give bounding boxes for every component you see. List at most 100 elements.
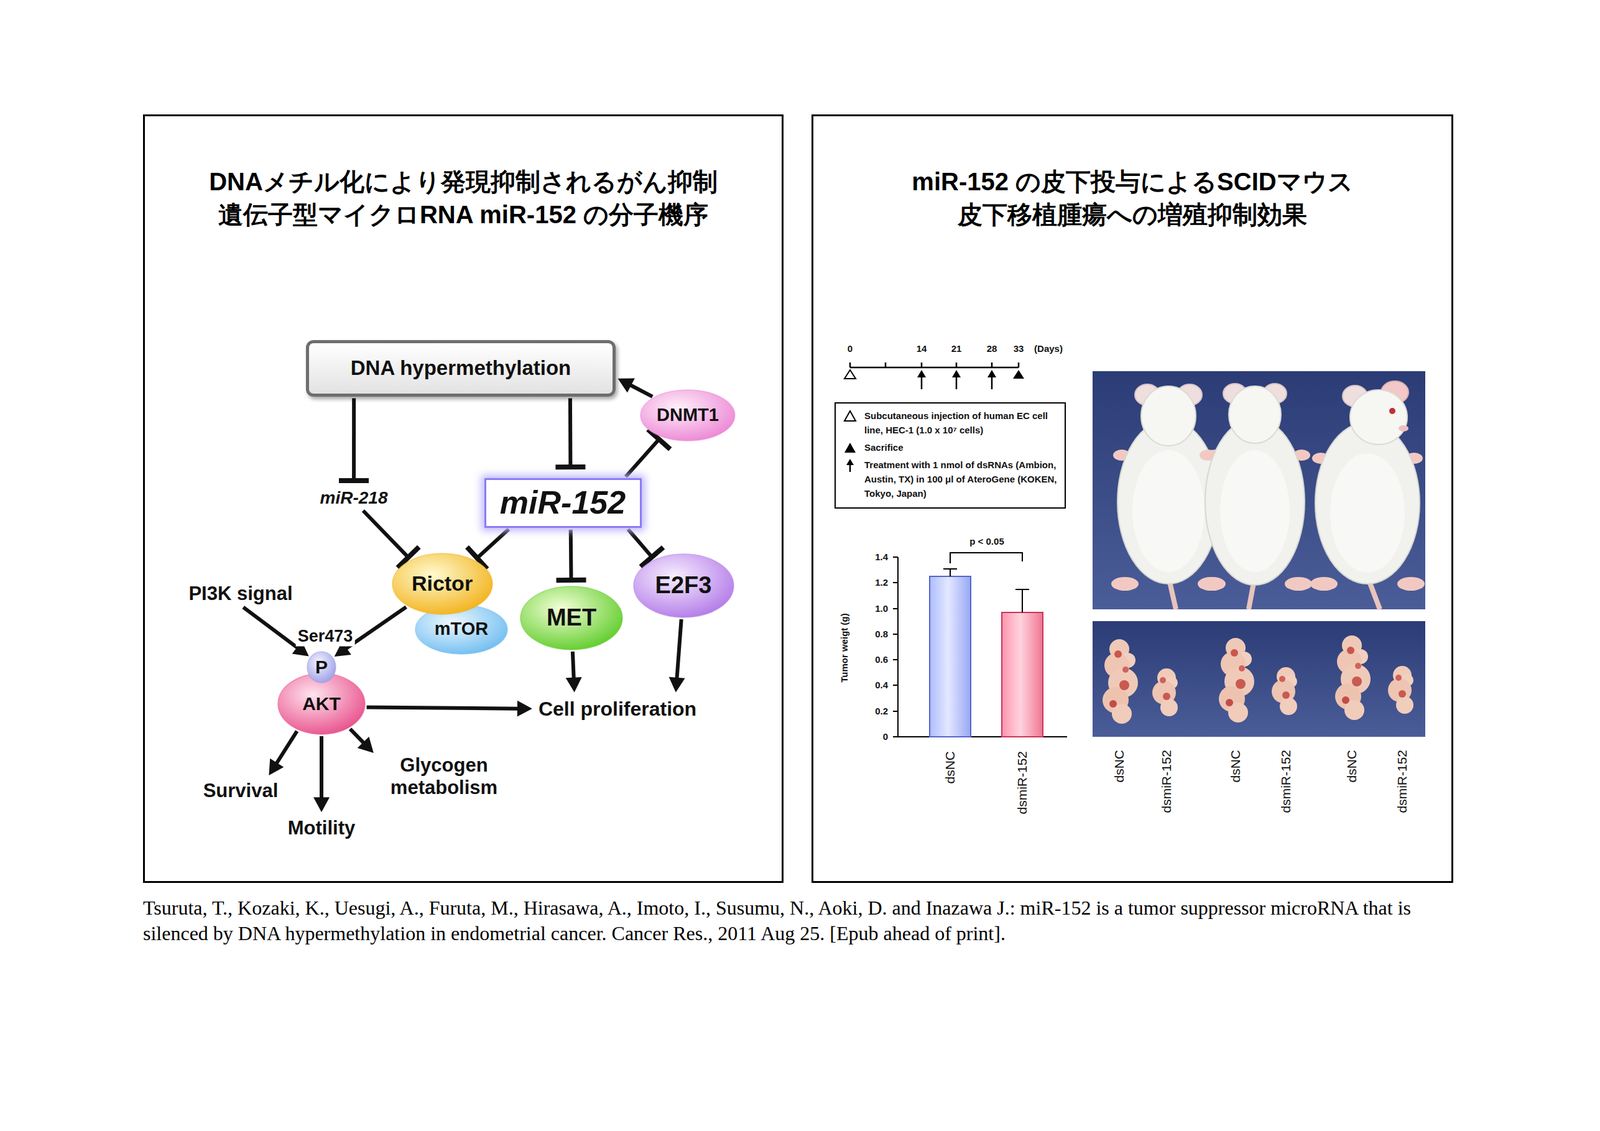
day-label: 33 xyxy=(1013,343,1025,354)
tick-label: 1.2 xyxy=(874,577,888,588)
mouse xyxy=(1113,449,1131,461)
node-text: Rictor xyxy=(411,571,473,596)
mouse xyxy=(1168,576,1176,610)
outcome-label: Survival xyxy=(200,778,282,804)
axis-title: Tumor weigt (g) xyxy=(838,613,850,683)
legend-text: Subcutaneous injection of human EC cell … xyxy=(864,408,1060,438)
connector-line xyxy=(319,736,324,799)
node-text: P xyxy=(315,656,328,679)
inhibition-connector xyxy=(363,510,420,568)
arrow-head xyxy=(517,700,533,717)
timeline xyxy=(849,362,852,368)
ellipse-shape xyxy=(415,605,508,655)
legend-symbol xyxy=(844,442,856,453)
mouse xyxy=(1397,577,1425,591)
protein-ellipse: MET xyxy=(520,586,623,650)
tumor-photo xyxy=(1092,621,1426,737)
node-text: miR-152 xyxy=(499,484,626,522)
timeline-markers xyxy=(920,375,923,390)
connector-line xyxy=(276,731,297,765)
timeline-markers xyxy=(987,369,997,378)
bar-chart-axes xyxy=(897,557,899,737)
bar xyxy=(929,576,1043,737)
timeline xyxy=(884,362,887,368)
mouse xyxy=(1205,418,1305,586)
legend-symbol xyxy=(844,411,856,421)
connector-line xyxy=(629,384,653,397)
mouse xyxy=(1134,384,1160,406)
tick-label: 1.4 xyxy=(874,551,888,563)
inhibition-bar xyxy=(556,577,587,583)
timeline-markers xyxy=(955,375,958,390)
protein-ellipse: Rictor xyxy=(392,553,493,615)
arrow-head xyxy=(357,736,374,754)
site-label: Ser473 xyxy=(295,626,356,647)
tumor-photo xyxy=(1271,667,1298,716)
photo-label: dsNC xyxy=(1228,749,1244,783)
connector-line xyxy=(572,651,574,680)
connector-line xyxy=(350,728,364,744)
error-bar xyxy=(1015,588,1030,591)
day-label: 21 xyxy=(951,343,962,354)
timeline xyxy=(920,362,923,368)
mirna-label: miR-218 xyxy=(317,486,391,510)
mouse xyxy=(1367,576,1380,610)
mouse xyxy=(1197,577,1226,591)
arrow-head xyxy=(669,677,686,693)
arrow-connector xyxy=(618,378,653,397)
timeline-markers xyxy=(844,369,856,379)
signal-label: PI3K signal xyxy=(185,581,295,607)
panel-title: DNAメチル化により発現抑制されるがん抑制 遺伝子型マイクロRNA miR-15… xyxy=(158,165,768,232)
arrow-connector xyxy=(350,728,374,754)
inhibition-connector xyxy=(556,529,587,581)
connector-line xyxy=(351,398,356,481)
bar-chart-axes xyxy=(892,736,898,738)
category-label: dsNC xyxy=(942,751,958,785)
tick-label: 0 xyxy=(883,731,888,742)
node-text: Motility xyxy=(287,817,356,840)
inhibition-connector xyxy=(555,398,586,468)
node-text: miR-218 xyxy=(320,488,389,509)
tumor-photo xyxy=(1102,639,1138,724)
bar-chart-axes xyxy=(892,633,898,635)
photo-label: dsNC xyxy=(1111,749,1127,783)
mouse xyxy=(1248,576,1255,610)
day-label: 28 xyxy=(986,343,998,354)
tick-label: 0.8 xyxy=(874,628,888,640)
legend-symbol xyxy=(840,409,860,423)
protein-ellipse: E2F3 xyxy=(633,554,734,618)
process-box: DNA hypermethylation xyxy=(305,340,616,397)
connector-line xyxy=(243,607,298,649)
timeline-markers xyxy=(844,369,1025,390)
bar-chart-axes xyxy=(892,710,898,713)
mouse xyxy=(1330,453,1405,573)
bar-chart-axes xyxy=(897,736,1068,738)
tumor-photo xyxy=(1152,668,1178,717)
node-text: Cell proliferation xyxy=(538,697,697,721)
bar-chart-axes xyxy=(892,556,898,558)
timeline xyxy=(991,362,994,368)
timeline-markers xyxy=(952,369,961,378)
node-text: E2F3 xyxy=(655,572,713,600)
tick-label: 0.6 xyxy=(874,654,888,665)
legend-box: Subcutaneous injection of human EC cell … xyxy=(834,402,1066,509)
bar-chart-axes xyxy=(892,557,1068,737)
figure-panel: DNAメチル化により発現抑制されるがん抑制 遺伝子型マイクロRNA miR-15… xyxy=(143,114,784,884)
connector-line xyxy=(568,398,573,468)
timeline xyxy=(850,366,1019,369)
mouse xyxy=(1284,577,1313,591)
timeline xyxy=(955,362,958,368)
legend-symbol xyxy=(840,440,860,455)
timeline xyxy=(1017,362,1020,368)
mouse xyxy=(1199,449,1217,461)
mouse xyxy=(1310,577,1338,591)
node-text: Survival xyxy=(203,779,279,803)
arrow-head xyxy=(565,677,583,693)
bar-chart-axes xyxy=(892,608,898,610)
mirna-box: miR-152 xyxy=(484,478,642,528)
arrow-connector xyxy=(268,731,297,776)
legend-row: Sacrifice xyxy=(840,440,1060,455)
mouse xyxy=(1342,385,1368,407)
outcome-label: Motility xyxy=(285,815,359,841)
arrow-head xyxy=(618,378,635,393)
